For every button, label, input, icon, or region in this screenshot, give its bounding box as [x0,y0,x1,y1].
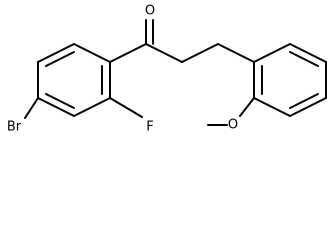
molecule-canvas: Br F O O [7,4,327,135]
chain-bond-3 [217,43,255,63]
ring2-bond-d [289,97,327,117]
ring1-bond-c [73,43,111,63]
chain-bond-1 [145,43,183,63]
chemical-structure-diagram: Br F O O [7,4,327,135]
ring2-double-1 [289,51,319,67]
ring1-double-3 [45,93,75,109]
bromine-label: Br [7,120,22,135]
left-benzene-ring [37,43,111,117]
ring1-bond-e [73,97,111,117]
ring2-bond-e [253,97,291,117]
carbonyl-oxygen-label: O [145,4,155,19]
ring2-double-2 [289,93,319,109]
ring2-bond-a [253,43,291,63]
fluorine-bond [109,97,143,118]
ring-to-carbonyl-bond [109,43,147,63]
bromine-bond [24,97,39,119]
methoxy-oxygen-label: O [228,118,238,133]
methoxy-oxygen-bond [239,97,255,117]
chain-bond-2 [181,43,219,63]
ring2-bond-b [289,43,327,63]
ring1-bond-f [37,97,75,117]
right-benzene-ring [253,43,327,117]
ring1-double-1 [45,51,75,67]
ring1-bond-b [37,43,75,63]
fluorine-label: F [146,120,153,135]
